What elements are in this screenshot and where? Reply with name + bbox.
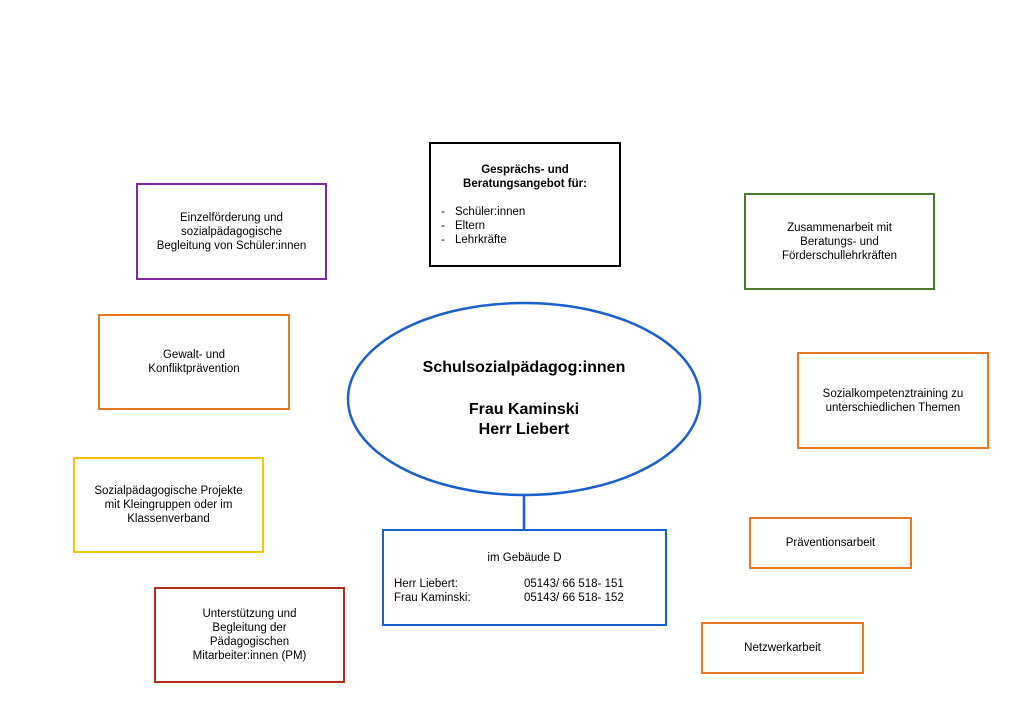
contact-name: Herr Liebert:	[394, 577, 458, 590]
einzelfoerderung-text: Einzelförderung und sozialpädagogische B…	[156, 211, 307, 252]
unterstuetzung-box: Unterstützung und Begleitung der Pädagog…	[154, 587, 345, 683]
contact-phone: 05143/ 66 518- 151	[524, 577, 624, 590]
praeventionsarbeit-text: Präventionsarbeit	[785, 537, 876, 549]
einzelfoerderung-box: Einzelförderung und sozialpädagogische B…	[136, 183, 327, 280]
center-name-kaminski: Frau Kaminski	[468, 401, 580, 418]
unterstuetzung-text: Unterstützung und Begleitung der Pädagog…	[192, 608, 307, 662]
zusammenarbeit-text: Zusammenarbeit mit Beratungs- und Förder…	[781, 221, 898, 262]
netzwerkarbeit-box: Netzwerkarbeit	[701, 622, 864, 674]
sozialkompetenz-text: Sozialkompetenztraining zu unterschiedli…	[822, 387, 964, 414]
praeventionsarbeit-box: Präventionsarbeit	[749, 517, 912, 569]
sozialkompetenz-box: Sozialkompetenztraining zu unterschiedli…	[797, 352, 989, 449]
center-name-liebert: Herr Liebert	[478, 421, 570, 438]
gespraech-list: -Schüler:innen -Eltern -Lehrkräfte	[441, 205, 609, 247]
gewaltpraevention-text: Gewalt- und Konfliktprävention	[148, 349, 240, 375]
zusammenarbeit-box: Zusammenarbeit mit Beratungs- und Förder…	[744, 193, 935, 290]
gespraech-box: Gesprächs- und Beratungsangebot für: -Sc…	[429, 142, 621, 267]
gespraech-title: Gesprächs- und Beratungsangebot für:	[463, 163, 587, 190]
contact-phone: 05143/ 66 518- 152	[524, 591, 624, 604]
contact-row-liebert: Herr Liebert: 05143/ 66 518- 151	[394, 577, 655, 591]
projekte-text: Sozialpädagogische Projekte mit Kleingru…	[94, 485, 243, 525]
list-item: -Lehrkräfte	[441, 233, 507, 246]
list-item: -Eltern	[441, 219, 486, 232]
center-node: Schulsozialpädagog:innen Frau Kaminski H…	[348, 303, 700, 495]
contact-name: Frau Kaminski:	[394, 591, 471, 604]
netzwerkarbeit-text: Netzwerkarbeit	[744, 642, 821, 654]
center-title: Schulsozialpädagog:innen	[422, 359, 626, 376]
gebaeude-title: im Gebäude D	[487, 551, 562, 564]
list-item: -Schüler:innen	[441, 205, 526, 218]
gebaeude-box: im Gebäude D Herr Liebert: 05143/ 66 518…	[382, 529, 667, 626]
gewaltpraevention-box: Gewalt- und Konfliktprävention	[98, 314, 290, 410]
projekte-box: Sozialpädagogische Projekte mit Kleingru…	[73, 457, 264, 553]
contact-row-kaminski: Frau Kaminski: 05143/ 66 518- 152	[394, 591, 655, 605]
